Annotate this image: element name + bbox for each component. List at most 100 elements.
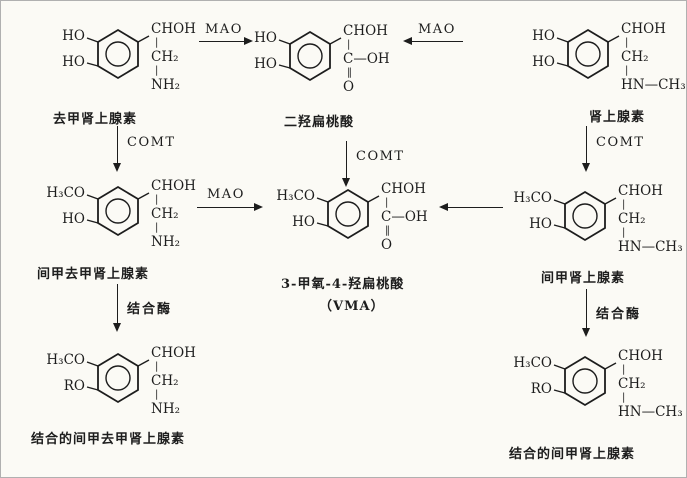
molecule-name: 3-甲氧-4-羟扁桃酸	[281, 277, 405, 292]
ring-substituent: HO	[254, 56, 277, 72]
ring-substituent: HO	[254, 30, 277, 46]
chain-group: CHOH	[151, 178, 196, 194]
molecule-name: 结合的间甲去甲肾上腺素	[31, 432, 186, 447]
side-chain: CHOH | CH₂ | HN—CH₃	[618, 183, 683, 255]
molecule-conjugated-metanephrine: H₃CO RO CHOH | CH₂ | HN—CH₃	[506, 346, 682, 450]
chain-group: CH₂	[618, 376, 646, 392]
ring-substituent: HO	[529, 216, 552, 232]
side-chain: CHOH | CH₂ | HN—CH₃	[621, 21, 686, 93]
chain-bond: |	[622, 227, 626, 238]
chain-group: CH₂	[618, 211, 646, 227]
chain-group: C—OH	[381, 209, 428, 225]
conjugase-arrow-right	[581, 289, 590, 337]
chain-bond: |	[155, 194, 159, 205]
enzyme-label-mao: MAO	[205, 22, 243, 37]
chain-group: CH₂	[151, 206, 179, 222]
benzene-ring-icon	[316, 188, 380, 240]
molecule-name: 肾上腺素	[589, 110, 646, 125]
chain-group: O	[381, 237, 393, 253]
chain-bond: |	[155, 361, 159, 372]
chain-bond: |	[622, 364, 626, 375]
mao-arrow-top-left	[199, 36, 253, 45]
side-chain: CHOH | C—OH ‖ O	[343, 23, 390, 95]
chain-bond: |	[385, 197, 389, 208]
molecule-name-vma: （VMA）	[319, 299, 385, 314]
chain-bond: |	[155, 222, 159, 233]
chain-group: CHOH	[151, 345, 196, 361]
chain-group: NH₂	[151, 401, 180, 417]
molecule-name: 去甲肾上腺素	[53, 112, 138, 127]
side-chain: CHOH | C—OH ‖ O	[381, 181, 428, 253]
benzene-ring-icon	[86, 28, 150, 80]
ring-substituent: HO	[62, 54, 85, 70]
chain-group: CHOH	[381, 181, 426, 197]
chain-group: HN—CH₃	[618, 404, 683, 420]
chain-bond: |	[625, 37, 629, 48]
ring-substituent: H₃CO	[513, 190, 552, 206]
enzyme-label-mao: MAO	[207, 187, 245, 202]
molecule-conjugated-normetanephrine: H₃CO RO CHOH | CH₂ | NH₂	[39, 343, 211, 447]
ring-substituent: RO	[63, 378, 85, 394]
ring-substituent: H₃CO	[46, 352, 85, 368]
chain-bond: ‖	[347, 67, 352, 78]
ring-substituent: HO	[62, 211, 85, 227]
benzene-ring-icon	[86, 185, 150, 237]
enzyme-label-conjugase: 结合酶	[596, 307, 642, 322]
chain-group: CH₂	[151, 373, 179, 389]
molecule-normetanephrine: H₃CO HO CHOH | CH₂ | NH₂	[39, 176, 211, 280]
mao-arrow-middle-left	[197, 202, 263, 211]
molecule-epinephrine: HO HO CHOH | CH₂ | HN—CH₃	[509, 19, 685, 123]
conjugase-arrow-left	[112, 284, 121, 332]
molecule-norepinephrine: HO HO CHOH | CH₂ | NH₂	[39, 19, 211, 123]
benzene-ring-icon	[556, 28, 620, 80]
chain-group: C—OH	[343, 51, 390, 67]
chain-group: CH₂	[151, 49, 179, 65]
ring-substituent: HO	[292, 214, 315, 230]
benzene-ring-icon	[553, 355, 617, 407]
enzyme-label-conjugase: 结合酶	[127, 302, 173, 317]
chain-group: CHOH	[618, 183, 663, 199]
enzyme-label-comt: COMT	[356, 149, 405, 164]
chain-group: NH₂	[151, 234, 180, 250]
benzene-ring-icon	[278, 30, 342, 82]
side-chain: CHOH | CH₂ | NH₂	[151, 178, 196, 250]
chain-bond: |	[155, 65, 159, 76]
chain-group: O	[343, 79, 355, 95]
chain-group: HN—CH₃	[621, 77, 686, 93]
reaction-arrow-middle-right	[439, 202, 503, 211]
ring-substituent: RO	[530, 381, 552, 397]
enzyme-label-mao: MAO	[418, 22, 456, 37]
side-chain: CHOH | CH₂ | NH₂	[151, 21, 196, 93]
comt-arrow-left	[112, 126, 121, 172]
comt-arrow-center	[341, 141, 350, 187]
chain-group: HN—CH₃	[618, 239, 683, 255]
ring-substituent: H₃CO	[276, 188, 315, 204]
molecule-name: 间甲肾上腺素	[541, 271, 626, 286]
chain-bond: ‖	[385, 225, 390, 236]
ring-substituent: H₃CO	[513, 355, 552, 371]
chain-group: NH₂	[151, 77, 180, 93]
chain-bond: |	[622, 199, 626, 210]
chain-group: CHOH	[151, 21, 196, 37]
chain-group: CHOH	[618, 348, 663, 364]
ring-substituent: H₃CO	[46, 185, 85, 201]
benzene-ring-icon	[553, 190, 617, 242]
molecule-name: 二羟扁桃酸	[284, 115, 355, 130]
enzyme-label-comt: COMT	[127, 135, 176, 150]
chain-bond: |	[625, 65, 629, 76]
side-chain: CHOH | CH₂ | NH₂	[151, 345, 196, 417]
molecule-dihydroxymandelic-acid: HO HO CHOH | C—OH ‖ O	[231, 21, 403, 125]
chain-bond: |	[155, 37, 159, 48]
chain-bond: |	[622, 392, 626, 403]
molecule-vma: H₃CO HO CHOH | C—OH ‖ O	[269, 179, 441, 283]
ring-substituent: HO	[62, 28, 85, 44]
chain-group: CHOH	[621, 21, 666, 37]
chain-bond: |	[347, 39, 351, 50]
ring-substituent: HO	[532, 54, 555, 70]
ring-substituent: HO	[532, 28, 555, 44]
chain-bond: |	[155, 389, 159, 400]
mao-arrow-top-right	[403, 36, 463, 45]
chain-group: CH₂	[621, 49, 649, 65]
molecule-name: 间甲去甲肾上腺素	[37, 267, 150, 282]
